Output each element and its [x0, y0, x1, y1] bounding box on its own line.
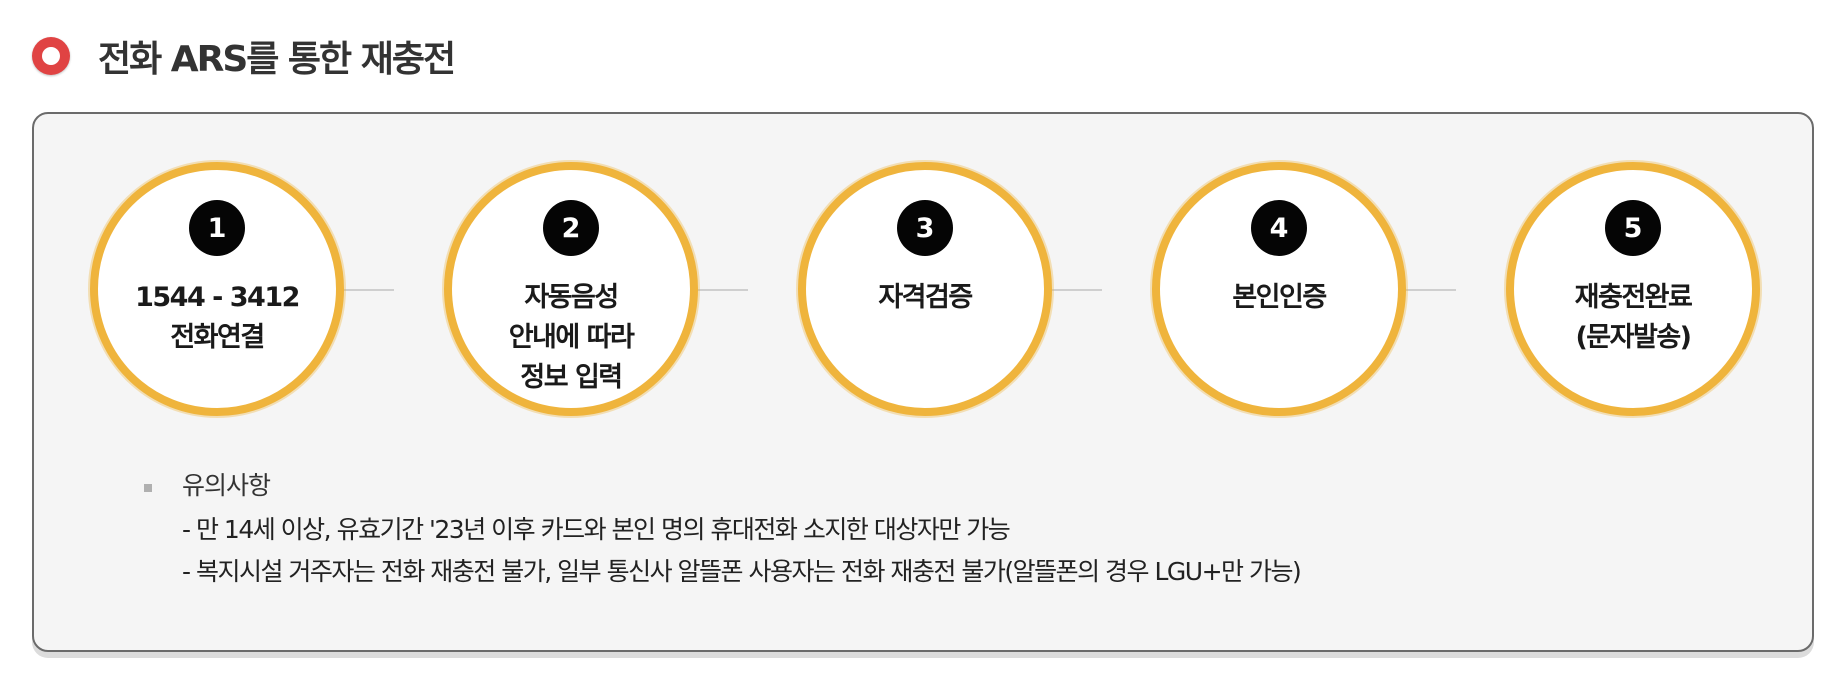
note-item: - 만 14세 이상, 유효기간 '23년 이후 카드와 본인 명의 휴대전화 … — [182, 515, 1011, 544]
step-number-badge: 1 — [189, 200, 245, 256]
note-item: - 복지시설 거주자는 전화 재충전 불가, 일부 통신사 알뜰폰 사용자는 전… — [182, 557, 1302, 586]
step-5: 5 재충전완료 (문자발송) — [1506, 162, 1760, 416]
process-steps: 1 1544 - 3412 전화연결 2 자동음성 안내에 따라 정보 입력 3… — [34, 114, 1812, 416]
step-label: 1544 - 3412 전화연결 — [135, 282, 300, 353]
step-number-badge: 5 — [1605, 200, 1661, 256]
step-label: 본인인증 — [1232, 282, 1327, 313]
step-label: 재충전완료 (문자발송) — [1574, 282, 1693, 353]
square-bullet-icon — [144, 484, 152, 492]
step-number-badge: 3 — [897, 200, 953, 256]
ars-recharge-panel: 1 1544 - 3412 전화연결 2 자동음성 안내에 따라 정보 입력 3… — [32, 112, 1814, 652]
step-1: 1 1544 - 3412 전화연결 — [90, 162, 344, 416]
step-number-badge: 2 — [543, 200, 599, 256]
step-2: 2 자동음성 안내에 따라 정보 입력 — [444, 162, 698, 416]
step-number-badge: 4 — [1251, 200, 1307, 256]
step-3: 3 자격검증 — [798, 162, 1052, 416]
notes-title: 유의사항 — [182, 471, 271, 500]
circle-bullet-icon — [32, 37, 70, 75]
step-4: 4 본인인증 — [1152, 162, 1406, 416]
section-title: 전화 ARS를 통한 재충전 — [98, 39, 456, 80]
section-header: 전화 ARS를 통한 재충전 — [32, 28, 456, 84]
step-label: 자동음성 안내에 따라 정보 입력 — [508, 282, 635, 393]
step-label: 자격검증 — [878, 282, 973, 313]
